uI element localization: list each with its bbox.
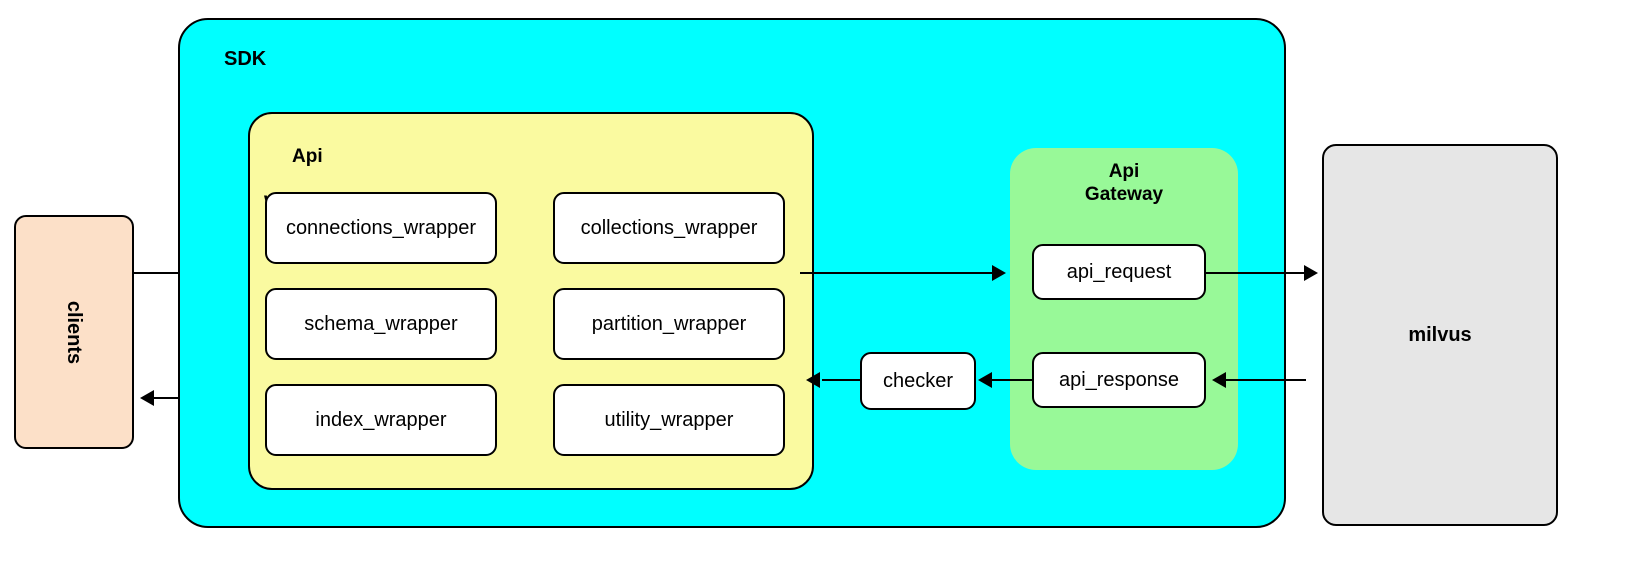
wrapper-item-connections[interactable]: connections_wrapper: [265, 192, 497, 264]
edge-response-to-checker-line: [990, 379, 1032, 381]
edge-checker-to-wrapper-arrowhead: [806, 372, 820, 388]
gateway-item-label: api_request: [1066, 260, 1172, 283]
wrapper-item-label: collections_wrapper: [580, 216, 758, 239]
wrapper-item-label: utility_wrapper: [604, 408, 734, 431]
gateway-item-api-response[interactable]: api_response: [1032, 352, 1206, 408]
edge-response-to-checker-arrowhead: [978, 372, 992, 388]
wrapper-item-label: partition_wrapper: [591, 312, 747, 335]
checker-node[interactable]: checker: [860, 352, 976, 410]
api-gateway-title: Api Gateway: [1010, 160, 1238, 206]
api-gateway-title-line1: Api: [1108, 161, 1140, 182]
clients-label: clients: [63, 300, 86, 364]
edge-request-to-milvus-arrowhead: [1304, 265, 1318, 281]
wrapper-item-label: connections_wrapper: [285, 216, 477, 239]
wrapper-item-collections[interactable]: collections_wrapper: [553, 192, 785, 264]
wrapper-item-schema[interactable]: schema_wrapper: [265, 288, 497, 360]
gateway-item-api-request[interactable]: api_request: [1032, 244, 1206, 300]
edge-wrapper-to-gateway-arrowhead: [992, 265, 1006, 281]
api-wrapper-title-line1: Api: [292, 146, 323, 168]
api-gateway-title-line2: Gateway: [1084, 184, 1164, 206]
sdk-title: SDK: [224, 48, 267, 70]
edge-milvus-to-response-line: [1222, 379, 1306, 381]
clients-node[interactable]: clients: [14, 215, 134, 449]
edge-checker-to-wrapper-line: [822, 379, 860, 381]
edge-sdk-to-clients-arrowhead: [140, 390, 154, 406]
wrapper-item-utility[interactable]: utility_wrapper: [553, 384, 785, 456]
wrapper-item-label: schema_wrapper: [304, 312, 458, 335]
wrapper-item-index[interactable]: index_wrapper: [265, 384, 497, 456]
edge-request-to-milvus-line: [1206, 272, 1310, 274]
api-gateway-container[interactable]: Api Gateway: [1010, 148, 1238, 470]
milvus-label: milvus: [1408, 323, 1472, 346]
milvus-node[interactable]: milvus: [1322, 144, 1558, 526]
edge-wrapper-to-gateway-line: [800, 272, 996, 274]
wrapper-item-label: index_wrapper: [315, 408, 447, 431]
gateway-item-label: api_response: [1058, 368, 1180, 391]
edge-milvus-to-response-arrowhead: [1212, 372, 1226, 388]
checker-label: checker: [882, 369, 954, 392]
wrapper-item-partition[interactable]: partition_wrapper: [553, 288, 785, 360]
